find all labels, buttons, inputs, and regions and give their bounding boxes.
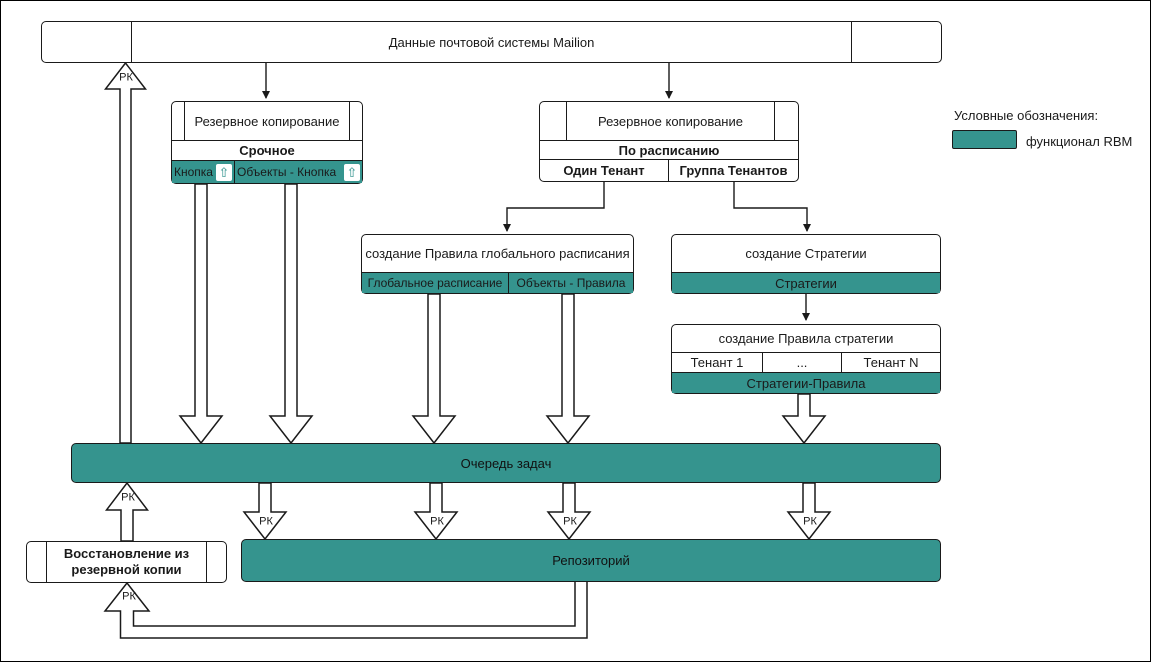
strategies-cell: Стратегии (672, 273, 940, 293)
empty-compartment (774, 102, 798, 140)
objects-button-cell-label: Объекты - Кнопка (237, 165, 337, 179)
hollow-arrow-global-schedule-to-queue (411, 293, 457, 445)
tenant-1-cell: Тенант 1 (690, 355, 744, 370)
tenant-group-cell: Группа Тенантов (668, 160, 798, 181)
empty-compartment (206, 542, 226, 582)
button-cell: Кнопка ⇧ (172, 161, 234, 183)
hollow-arrow-button-to-queue (178, 183, 224, 445)
rk-label: РК (119, 71, 133, 84)
empty-compartment (540, 102, 566, 140)
hollow-arrow-rk-restore-to-queue (104, 481, 150, 542)
hollow-arrow-strategy-rules-to-queue (781, 393, 827, 445)
repository-label: Репозиторий (552, 553, 630, 568)
legend-rbm-swatch (952, 130, 1017, 149)
upload-icon: ⇧ (344, 163, 360, 181)
tenant-ellipsis-cell: ... (762, 353, 841, 372)
global-schedule-cell: Глобальное расписание (362, 273, 508, 293)
hollow-arrow-rk-queue-to-repo-2 (413, 482, 459, 541)
arrow-tenant-group-to-strategy (733, 182, 811, 232)
create-strategy-box: создание Стратегии Стратегии (671, 234, 941, 294)
task-queue-label: Очередь задач (460, 455, 552, 471)
rk-label: РК (122, 590, 136, 603)
rk-label: РК (259, 515, 273, 528)
global-rule-box: создание Правила глобального расписания … (361, 234, 634, 294)
rk-label: РК (121, 491, 135, 504)
hollow-arrow-objects-rules-to-queue (545, 293, 591, 445)
strategy-rule-box: создание Правила стратегии Тенант 1 ... … (671, 324, 941, 394)
one-tenant-cell: Один Тенант (563, 163, 645, 178)
upload-icon: ⇧ (216, 163, 232, 181)
rk-label: РК (430, 515, 444, 528)
tenant-n-cell: Тенант N (841, 353, 940, 372)
legend-title: Условные обозначения: (954, 108, 1099, 123)
repository-bar: Репозиторий (241, 539, 941, 582)
backup-urgent-mode: Срочное (239, 143, 295, 158)
arrow-one-tenant-to-global-rule (503, 182, 605, 232)
legend-rbm-label: функционал RBM (1026, 134, 1133, 149)
create-strategy-title: создание Стратегии (745, 246, 867, 261)
backup-scheduled-mode: По расписанию (618, 142, 720, 158)
global-rule-title: создание Правила глобального расписания (365, 246, 630, 261)
hollow-arrow-rk-queue-to-maildata (103, 61, 148, 444)
rk-label: РК (803, 515, 817, 528)
backup-urgent-box: Резервное копирование Срочное Кнопка ⇧ О… (171, 101, 363, 184)
task-queue-bar: Очередь задач (71, 443, 941, 483)
restore-box: Восстановление из резервной копии (26, 541, 227, 583)
empty-compartment (349, 102, 362, 140)
strategy-rules-cell: Стратегии-Правила (672, 373, 940, 393)
empty-compartment (27, 542, 46, 582)
restore-label: Восстановление из резервной копии (46, 542, 206, 582)
hollow-arrow-rk-queue-to-repo-4 (786, 482, 832, 541)
backup-scheduled-box: Резервное копирование По расписанию Один… (539, 101, 799, 182)
strategy-rule-title: создание Правила стратегии (718, 331, 894, 346)
hollow-arrow-rk-queue-to-repo-3 (546, 482, 592, 541)
backup-urgent-title: Резервное копирование (184, 102, 349, 140)
button-cell-label: Кнопка (174, 165, 213, 179)
backup-scheduled-title: Резервное копирование (566, 102, 774, 140)
hollow-arrow-rk-repo-to-restore (103, 580, 588, 639)
rk-label: РК (563, 515, 577, 528)
objects-button-cell: Объекты - Кнопка ⇧ (234, 161, 362, 183)
hollow-arrow-rk-queue-to-repo-1 (242, 482, 288, 541)
mail-system-data-box: Данные почтовой системы Mailion (41, 21, 942, 63)
objects-rules-cell: Объекты - Правила (508, 273, 633, 293)
mail-system-data-title: Данные почтовой системы Mailion (388, 34, 595, 50)
hollow-arrow-objects-button-to-queue (268, 183, 314, 445)
empty-compartment (172, 102, 184, 140)
compartment-divider (131, 22, 132, 62)
compartment-divider (851, 22, 852, 62)
